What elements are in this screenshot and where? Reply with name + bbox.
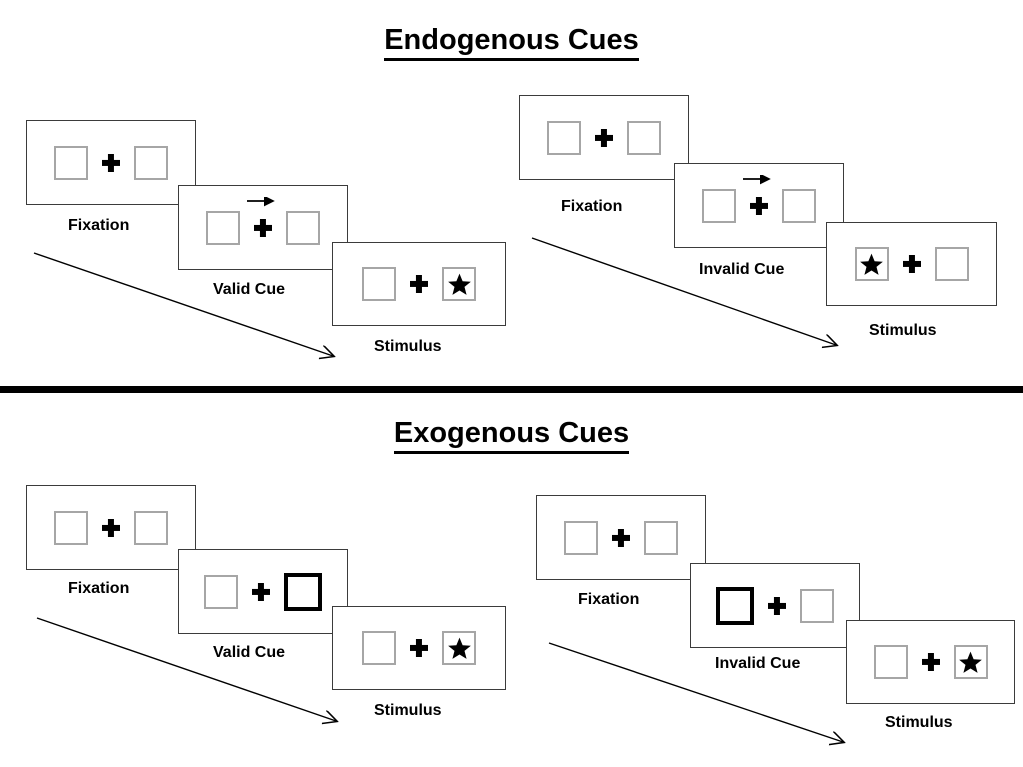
stage-label-endogenous-invalid-stimulus: Stimulus bbox=[869, 322, 937, 339]
frame-inner bbox=[716, 586, 834, 625]
right-box-with-target bbox=[442, 631, 476, 665]
stage-label-endogenous-invalid-cue: Invalid Cue bbox=[699, 261, 785, 278]
frame-exogenous-invalid-cue bbox=[690, 563, 860, 648]
frame-inner bbox=[564, 520, 678, 555]
frame-inner bbox=[547, 120, 661, 155]
star-icon bbox=[447, 273, 471, 295]
right-box bbox=[134, 510, 168, 545]
left-box bbox=[362, 267, 396, 301]
arrow-right-cue-icon bbox=[742, 174, 776, 185]
frame-inner bbox=[54, 510, 168, 545]
fixation-cross-icon bbox=[768, 597, 786, 615]
frame-inner bbox=[854, 247, 969, 281]
frame-inner bbox=[206, 196, 320, 245]
right-box bbox=[800, 588, 834, 623]
stage-label-endogenous-valid-stimulus: Stimulus bbox=[374, 338, 442, 355]
fixation-cross-icon bbox=[903, 255, 921, 273]
fixation-cross-icon bbox=[102, 154, 120, 172]
frame-exogenous-invalid-fixation bbox=[536, 495, 706, 580]
left-box-with-target bbox=[854, 247, 889, 281]
fixation-cross-icon bbox=[254, 219, 272, 237]
frame-endogenous-valid-fixation bbox=[26, 120, 196, 205]
right-box bbox=[286, 210, 320, 245]
fixation-cross-icon bbox=[612, 529, 630, 547]
time-arrow-exogenous-invalid bbox=[545, 638, 860, 753]
frame-exogenous-valid-stimulus bbox=[332, 606, 506, 690]
frame-endogenous-valid-stimulus bbox=[332, 242, 506, 326]
frame-inner bbox=[204, 572, 322, 611]
frame-inner bbox=[362, 631, 476, 665]
left-box-cued bbox=[716, 586, 754, 625]
left-box bbox=[564, 520, 598, 555]
frame-endogenous-invalid-cue bbox=[674, 163, 844, 248]
section-title-exogenous-text: Exogenous Cues bbox=[393, 417, 630, 454]
stage-label-exogenous-valid-fixation: Fixation bbox=[68, 580, 130, 597]
fixation-cross-icon bbox=[595, 129, 613, 147]
stage-label-exogenous-valid-stimulus: Stimulus bbox=[374, 702, 442, 719]
left-box bbox=[206, 210, 240, 245]
frame-exogenous-valid-cue bbox=[178, 549, 348, 634]
left-box bbox=[54, 510, 88, 545]
time-arrow-endogenous-invalid bbox=[528, 233, 853, 358]
frame-inner bbox=[362, 267, 476, 301]
frame-exogenous-invalid-stimulus bbox=[846, 620, 1015, 704]
frame-inner bbox=[54, 145, 168, 180]
section-title-endogenous: Endogenous Cues bbox=[0, 24, 1023, 61]
right-box bbox=[644, 520, 678, 555]
left-box bbox=[873, 645, 908, 679]
right-box-cued bbox=[284, 572, 322, 611]
fixation-cross-icon bbox=[410, 275, 428, 293]
left-box bbox=[54, 145, 88, 180]
section-title-endogenous-text: Endogenous Cues bbox=[384, 24, 639, 61]
frame-exogenous-valid-fixation bbox=[26, 485, 196, 570]
stage-label-exogenous-invalid-cue: Invalid Cue bbox=[715, 655, 801, 672]
stage-label-endogenous-valid-fixation: Fixation bbox=[68, 217, 130, 234]
stage-label-endogenous-invalid-fixation: Fixation bbox=[561, 198, 623, 215]
fixation-cross-icon bbox=[750, 197, 768, 215]
right-box-with-target bbox=[953, 645, 988, 679]
frame-endogenous-invalid-stimulus bbox=[826, 222, 997, 306]
left-box bbox=[702, 188, 736, 223]
left-box bbox=[547, 120, 581, 155]
star-icon bbox=[447, 637, 471, 659]
stage-label-exogenous-valid-cue: Valid Cue bbox=[213, 644, 286, 661]
stage-label-exogenous-invalid-stimulus: Stimulus bbox=[885, 714, 953, 731]
right-box bbox=[782, 188, 816, 223]
left-box bbox=[204, 574, 238, 609]
fixation-cross-icon bbox=[410, 639, 428, 657]
star-icon bbox=[959, 651, 982, 673]
frame-inner bbox=[702, 174, 816, 223]
fixation-cross-icon bbox=[102, 519, 120, 537]
arrow-right-cue-icon bbox=[246, 196, 280, 207]
frame-inner bbox=[873, 645, 988, 679]
section-title-exogenous: Exogenous Cues bbox=[0, 417, 1023, 454]
right-box bbox=[934, 247, 969, 281]
section-divider bbox=[0, 386, 1023, 393]
left-box bbox=[362, 631, 396, 665]
fixation-cross-icon bbox=[922, 653, 940, 671]
stage-label-endogenous-valid-cue: Valid Cue bbox=[213, 281, 286, 298]
right-box bbox=[627, 120, 661, 155]
right-box-with-target bbox=[442, 267, 476, 301]
right-box bbox=[134, 145, 168, 180]
star-icon bbox=[860, 253, 883, 275]
frame-endogenous-valid-cue bbox=[178, 185, 348, 270]
fixation-cross-icon bbox=[252, 583, 270, 601]
stage-label-exogenous-invalid-fixation: Fixation bbox=[578, 591, 640, 608]
frame-endogenous-invalid-fixation bbox=[519, 95, 689, 180]
